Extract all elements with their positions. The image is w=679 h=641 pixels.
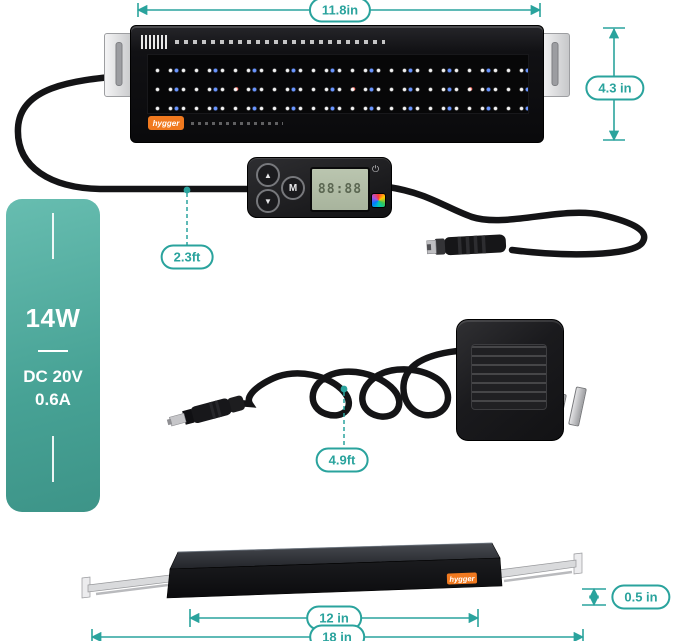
dc-plug (166, 395, 245, 427)
spec-text-row (191, 122, 283, 125)
power-adapter (456, 319, 564, 441)
model-text-row (175, 40, 385, 44)
dimension-label-side-height: 4.3 in (585, 75, 645, 101)
leader-dot (340, 385, 348, 393)
power-icon: ⏻ (372, 164, 380, 174)
bracket-end-left (81, 576, 91, 599)
down-icon: ▼ (264, 196, 272, 206)
bracket-arm-right (497, 559, 577, 579)
led-array (147, 54, 529, 114)
brand-logo: hygger (148, 116, 184, 130)
light-controller: ▲ ▼ M 88:88 ⏻ (247, 157, 392, 218)
bracket-slot (551, 42, 559, 86)
fixture-front-face (166, 557, 503, 599)
leader-dot (183, 186, 191, 194)
divider-line (52, 436, 54, 482)
dc-jack (426, 234, 507, 256)
mode-label: M (288, 182, 298, 194)
mode-button: M (281, 176, 305, 200)
up-button: ▲ (256, 163, 280, 187)
dimension-label-top-width: 11.8in (308, 0, 372, 23)
spec-panel: 14W DC 20V 0.6A (6, 199, 100, 512)
dimension-label-thickness: 0.5 in (611, 584, 671, 610)
dimension-label-adapter-cable: 4.9ft (315, 447, 369, 473)
bottom-fixture-angled: hygger (81, 542, 583, 599)
mounting-bracket-right (540, 33, 570, 97)
cables (14, 72, 648, 420)
controller-cable-left (14, 72, 254, 193)
lcd-display: 88:88 (310, 167, 370, 212)
adapter-spec-label (471, 344, 547, 410)
brand-text: hygger (152, 118, 180, 128)
adapter-cable (234, 346, 474, 420)
led-light-fixture: hygger (130, 25, 544, 143)
divider-line (52, 213, 54, 259)
divider-line (38, 350, 68, 352)
dimension-label-controller-cable: 2.3ft (160, 244, 214, 270)
up-icon: ▲ (264, 170, 272, 180)
voltage-label: DC 20V (23, 367, 83, 386)
bracket-slot (115, 42, 123, 86)
controller-cable-right (384, 183, 648, 258)
current-label: 0.6A (35, 390, 71, 409)
down-button: ▼ (256, 189, 280, 213)
bottom-brand-logo: hygger (449, 574, 475, 584)
barcode-label (141, 35, 169, 49)
leader-lines (186, 193, 345, 450)
lcd-digits: 88:88 (317, 182, 363, 197)
wattage-label: 14W (25, 303, 81, 333)
dimension-label-outer-width: 18 in (309, 624, 365, 641)
rgb-indicator (371, 193, 386, 208)
